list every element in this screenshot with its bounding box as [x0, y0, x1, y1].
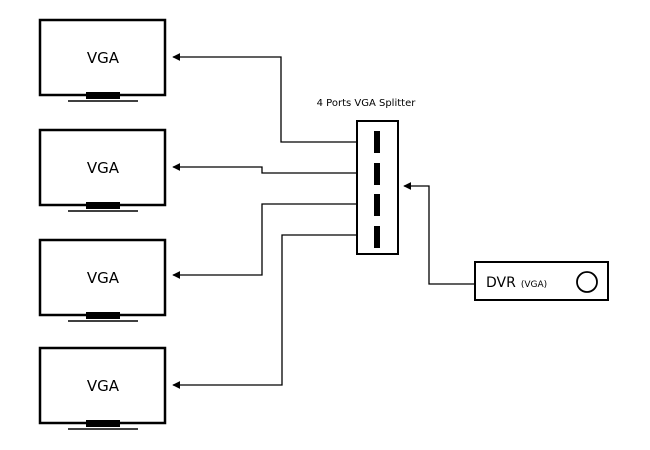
monitor-1: VGA	[38, 18, 167, 102]
cable-to-monitor-4	[172, 234, 357, 389]
splitter-title: 4 Ports VGA Splitter	[317, 98, 417, 109]
monitor-screen	[38, 18, 167, 97]
dvr-power-knob	[576, 271, 598, 293]
splitter-port-1	[374, 131, 380, 153]
monitor-4: VGA	[38, 346, 167, 430]
monitor-stand	[86, 312, 120, 319]
monitor-label: VGA	[87, 377, 120, 395]
cable-to-monitor-3	[172, 203, 357, 279]
cables	[172, 53, 475, 389]
monitor-3: VGA	[38, 238, 167, 322]
monitor-stand	[86, 92, 120, 99]
splitter-port-4	[374, 226, 380, 248]
splitter-port-2	[374, 163, 380, 185]
monitor-stand	[86, 420, 120, 427]
monitor-label: VGA	[87, 49, 120, 67]
vga-splitter: 4 Ports VGA Splitter	[317, 98, 417, 255]
monitor-label: VGA	[87, 159, 120, 177]
cable-to-monitor-1	[172, 53, 357, 143]
monitor-screen	[38, 128, 167, 207]
monitor-label: VGA	[87, 269, 120, 287]
cable-to-monitor-2	[172, 163, 357, 174]
dvr-device: DVR(VGA)	[474, 261, 609, 301]
monitor-2: VGA	[38, 128, 167, 212]
monitor-stand	[86, 202, 120, 209]
cable-from-dvr	[403, 182, 475, 285]
splitter-port-3	[374, 194, 380, 216]
dvr-sublabel: (VGA)	[521, 280, 547, 290]
dvr-label: DVR(VGA)	[486, 275, 547, 291]
monitor-screen	[38, 238, 167, 317]
